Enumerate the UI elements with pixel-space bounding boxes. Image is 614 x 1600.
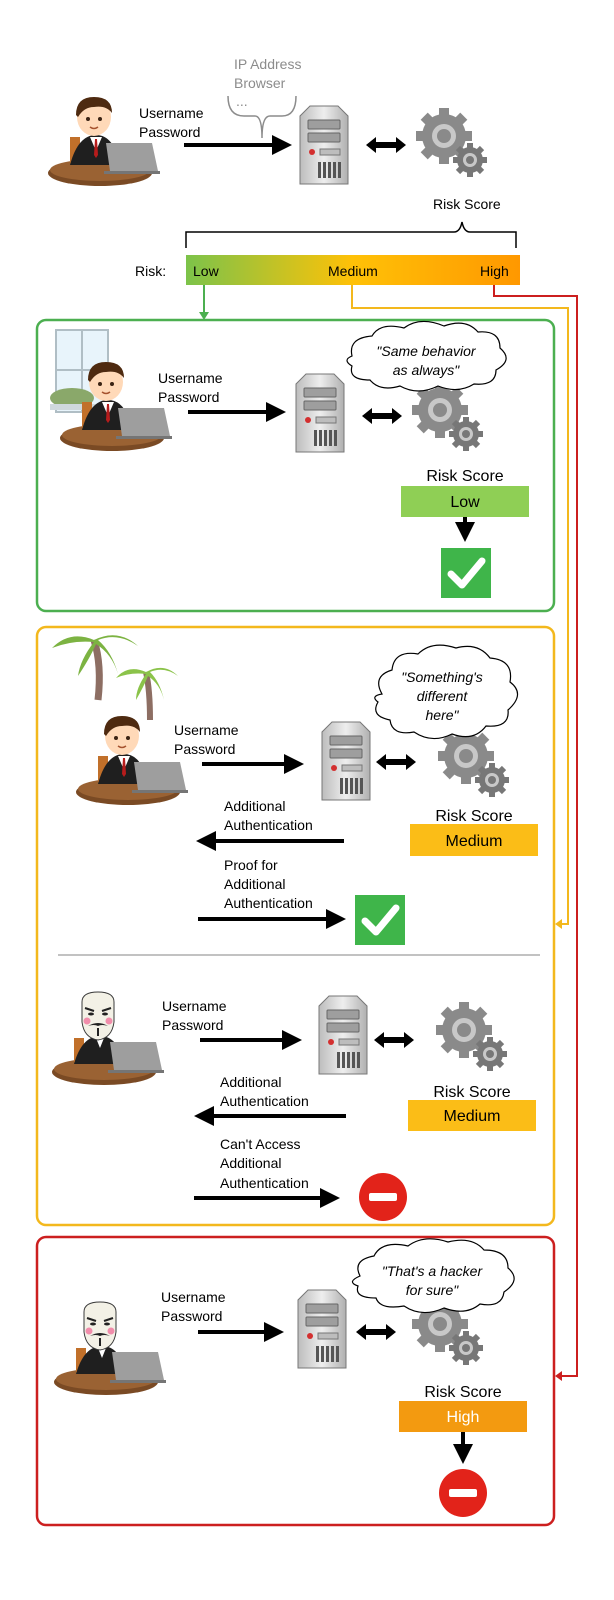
high-risk-scenario: Username Password "That's a hacker for s… (35, 1235, 556, 1527)
gears-icon (412, 382, 483, 451)
thought-bubble (351, 1238, 515, 1314)
request-line-2: Authentication (220, 1093, 309, 1109)
stop-icon (439, 1469, 487, 1517)
risk-level-text: Low (450, 494, 480, 511)
palm-trees-background (52, 635, 178, 721)
password-label: Password (162, 1017, 223, 1033)
thought-line-1: "Same behavior (376, 343, 476, 359)
response-line-2: Additional (220, 1155, 282, 1171)
response-line-1: Can't Access (220, 1136, 301, 1152)
thought-line-3: here" (426, 707, 460, 723)
password-label: Password (158, 389, 219, 405)
server-icon (299, 105, 349, 185)
overview-section: Username Password IP Address Browser ...… (47, 56, 578, 1381)
risk-score-label: Risk Score (433, 1084, 510, 1101)
username-label: Username (161, 1289, 226, 1305)
gears-icon (438, 728, 509, 797)
server-icon (318, 995, 368, 1075)
thought-line-1: "That's a hacker (382, 1263, 484, 1279)
thought-line-2: for sure" (406, 1282, 459, 1298)
risk-level-high: High (480, 263, 509, 279)
password-label: Password (139, 124, 200, 140)
risk-score-label: Risk Score (433, 196, 501, 212)
risk-level-box (408, 1100, 536, 1131)
response-line-3: Authentication (220, 1175, 309, 1191)
low-risk-scenario: Username Password "Same behavior as alwa… (35, 318, 556, 613)
password-label: Password (174, 741, 235, 757)
server-icon (321, 721, 371, 801)
risk-level-box (401, 486, 529, 517)
double-arrow-icon (376, 754, 416, 770)
username-label: Username (162, 998, 227, 1014)
risk-range-brace (185, 221, 517, 248)
risk-level-text: Medium (446, 833, 503, 850)
thought-line-2: as always" (393, 362, 460, 378)
server-icon (295, 373, 345, 453)
risk-score-label: Risk Score (426, 468, 503, 485)
low-scenario-frame (35, 318, 556, 613)
check-icon (441, 548, 491, 598)
risk-level-medium: Medium (328, 263, 378, 279)
user-figure (75, 715, 189, 806)
risk-score-label: Risk Score (424, 1384, 501, 1401)
ellipsis-label: ... (236, 93, 248, 109)
risk-level-box (410, 824, 538, 856)
password-label: Password (161, 1308, 222, 1324)
double-arrow-icon (366, 137, 406, 153)
gears-icon (436, 1002, 507, 1071)
thought-bubble (346, 320, 507, 392)
risk-level-text: Medium (444, 1108, 501, 1125)
high-scenario-frame (35, 1235, 556, 1527)
double-arrow-icon (356, 1324, 396, 1340)
medium-scenario-frame (35, 625, 556, 1227)
double-arrow-icon (374, 1032, 414, 1048)
request-line-2: Authentication (224, 817, 313, 833)
high-connector (493, 285, 578, 1377)
username-label: Username (158, 370, 223, 386)
medium-risk-scenarios: Username Password "Something's different… (35, 625, 556, 1227)
browser-label: Browser (234, 75, 286, 91)
stop-icon (359, 1173, 407, 1221)
check-icon (355, 895, 405, 945)
thought-line-1: "Something's (401, 669, 483, 685)
risk-label: Risk: (135, 263, 166, 279)
risk-level-text: High (447, 1409, 480, 1426)
hacker-figure (51, 991, 165, 1086)
username-label: Username (174, 722, 239, 738)
response-line-2: Additional (224, 876, 286, 892)
double-arrow-icon (362, 408, 402, 424)
username-label: Username (139, 105, 204, 121)
thought-line-2: different (417, 688, 469, 704)
response-line-3: Authentication (224, 895, 313, 911)
request-line-1: Additional (224, 798, 286, 814)
thought-bubble (374, 644, 519, 740)
server-icon (297, 1289, 347, 1369)
medium-connector (351, 285, 569, 925)
ip-address-label: IP Address (234, 56, 301, 72)
extra-info-brace (227, 95, 297, 139)
risk-gradient-bar (186, 255, 520, 285)
risk-level-low: Low (193, 263, 220, 279)
request-line-1: Additional (220, 1074, 282, 1090)
risk-level-box (399, 1401, 527, 1432)
gears-icon (416, 108, 487, 177)
risk-score-label: Risk Score (435, 808, 512, 825)
hacker-figure (53, 1301, 167, 1396)
response-line-1: Proof for (224, 857, 278, 873)
